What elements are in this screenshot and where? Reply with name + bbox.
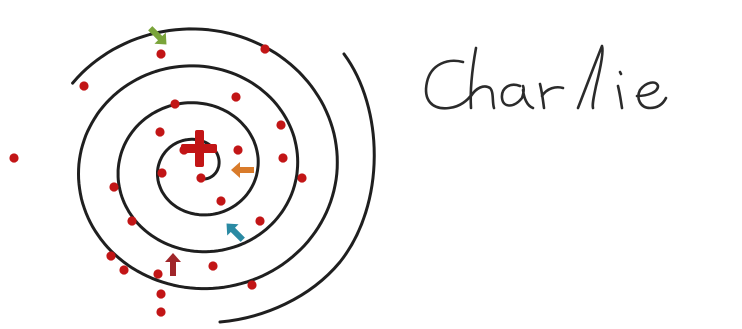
- target-dot: [297, 173, 306, 182]
- target-dot: [231, 92, 240, 101]
- signature-stroke-e: [637, 83, 666, 108]
- signature-stroke-c: [426, 61, 472, 108]
- signature-stroke-l: [578, 46, 603, 108]
- target-dot: [278, 153, 287, 162]
- target-dot: [153, 269, 162, 278]
- arrow-teal-icon: [221, 218, 249, 246]
- target-dot: [157, 168, 166, 177]
- signature-stroke-a: [502, 85, 533, 108]
- target-dot: [109, 182, 118, 191]
- signature-stroke-r: [540, 84, 563, 108]
- signature-stroke-i: [618, 72, 622, 108]
- arrow-orange-icon: [231, 162, 254, 178]
- target-dot: [233, 145, 242, 154]
- arrow-red-icon: [165, 253, 181, 276]
- target-dot: [276, 120, 285, 129]
- target-dot: [119, 265, 128, 274]
- spiral-drawing: [73, 29, 375, 322]
- target-dot: [216, 196, 225, 205]
- spiral-line: [73, 29, 338, 289]
- target-dot: [247, 280, 256, 289]
- target-dot: [156, 307, 165, 316]
- signature: [426, 46, 666, 108]
- target-dot: [155, 127, 164, 136]
- target-dot: [255, 216, 264, 225]
- signature-stroke-h: [471, 48, 494, 108]
- target-dot: [260, 44, 269, 53]
- plus-icon: [181, 130, 217, 167]
- target-dot: [106, 251, 115, 260]
- target-dot: [156, 49, 165, 58]
- target-dot: [156, 289, 165, 298]
- target-dot: [196, 173, 205, 182]
- target-dot: [208, 261, 217, 270]
- target-dot: [170, 99, 179, 108]
- target-dot: [9, 153, 18, 162]
- target-dot: [127, 216, 136, 225]
- target-dot: [79, 81, 88, 90]
